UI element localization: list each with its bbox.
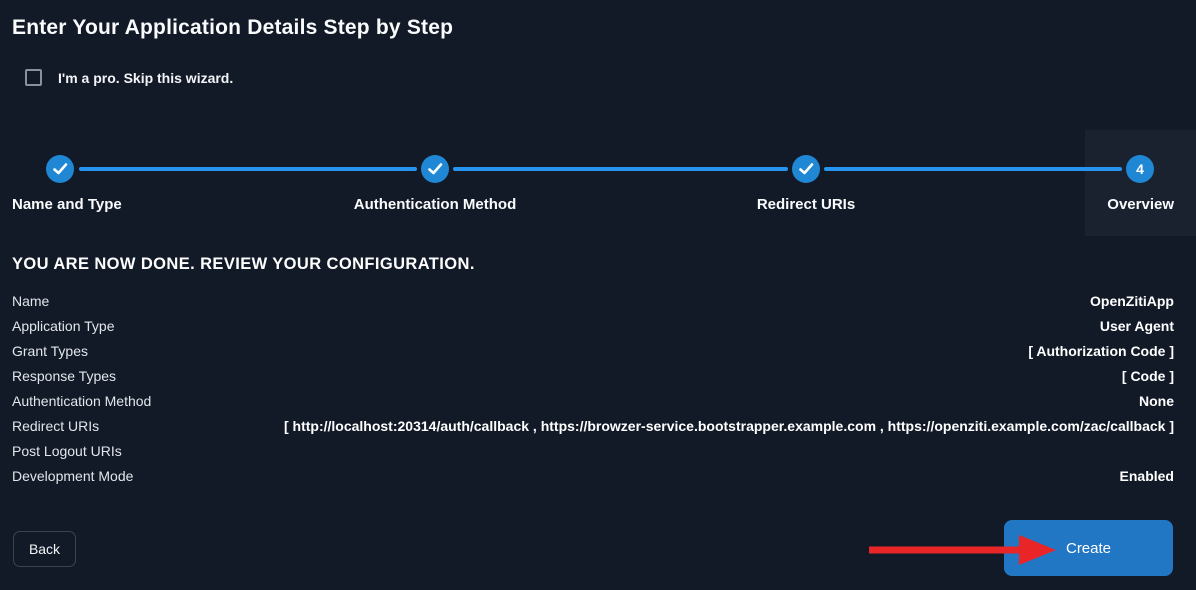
config-label: Response Types <box>12 367 117 384</box>
step-connector <box>824 167 1122 171</box>
config-row-development-mode: Development Mode Enabled <box>12 463 1174 488</box>
config-label: Name <box>12 292 50 309</box>
step-label-overview: Overview <box>1107 196 1174 213</box>
config-value: [ http://localhost:20314/auth/callback ,… <box>283 417 1174 434</box>
step-connector <box>79 167 417 171</box>
config-label: Development Mode <box>12 467 134 484</box>
config-value: [ Authorization Code ] <box>1028 342 1174 359</box>
current-step-highlight <box>1085 130 1196 236</box>
step-3-indicator[interactable] <box>792 155 820 183</box>
check-icon <box>427 163 442 175</box>
page-title: Enter Your Application Details Step by S… <box>12 16 454 39</box>
back-button[interactable]: Back <box>13 531 76 567</box>
skip-wizard-row: I'm a pro. Skip this wizard. <box>25 69 233 86</box>
config-label: Authentication Method <box>12 392 152 409</box>
step-number: 4 <box>1136 161 1144 177</box>
config-row-application-type: Application Type User Agent <box>12 313 1174 338</box>
step-4-indicator[interactable]: 4 <box>1126 155 1154 183</box>
step-label-redirect-uris: Redirect URIs <box>756 196 856 213</box>
step-label-authentication-method: Authentication Method <box>353 196 517 213</box>
step-connector <box>453 167 788 171</box>
config-label: Redirect URIs <box>12 417 100 434</box>
config-row-redirect-uris: Redirect URIs [ http://localhost:20314/a… <box>12 413 1174 438</box>
check-icon <box>52 163 67 175</box>
config-value: OpenZitiApp <box>1090 292 1174 309</box>
skip-wizard-label: I'm a pro. Skip this wizard. <box>58 69 234 86</box>
config-row-response-types: Response Types [ Code ] <box>12 363 1174 388</box>
config-row-post-logout-uris: Post Logout URIs <box>12 438 1174 463</box>
config-row-name: Name OpenZitiApp <box>12 288 1174 313</box>
review-heading: YOU ARE NOW DONE. REVIEW YOUR CONFIGURAT… <box>12 255 475 273</box>
config-value: User Agent <box>1099 317 1174 334</box>
config-row-grant-types: Grant Types [ Authorization Code ] <box>12 338 1174 363</box>
step-label-name-and-type: Name and Type <box>12 196 122 213</box>
config-value: Enabled <box>1119 467 1174 484</box>
config-label: Application Type <box>12 317 115 334</box>
config-label: Grant Types <box>12 342 89 359</box>
config-review-list: Name OpenZitiApp Application Type User A… <box>12 288 1174 488</box>
step-2-indicator[interactable] <box>421 155 449 183</box>
check-icon <box>798 163 813 175</box>
step-1-indicator[interactable] <box>46 155 74 183</box>
create-button[interactable]: Create <box>1004 520 1173 576</box>
config-value: [ Code ] <box>1121 367 1174 384</box>
skip-wizard-checkbox[interactable] <box>25 69 42 86</box>
config-value: None <box>1139 392 1174 409</box>
config-row-authentication-method: Authentication Method None <box>12 388 1174 413</box>
config-label: Post Logout URIs <box>12 442 122 459</box>
